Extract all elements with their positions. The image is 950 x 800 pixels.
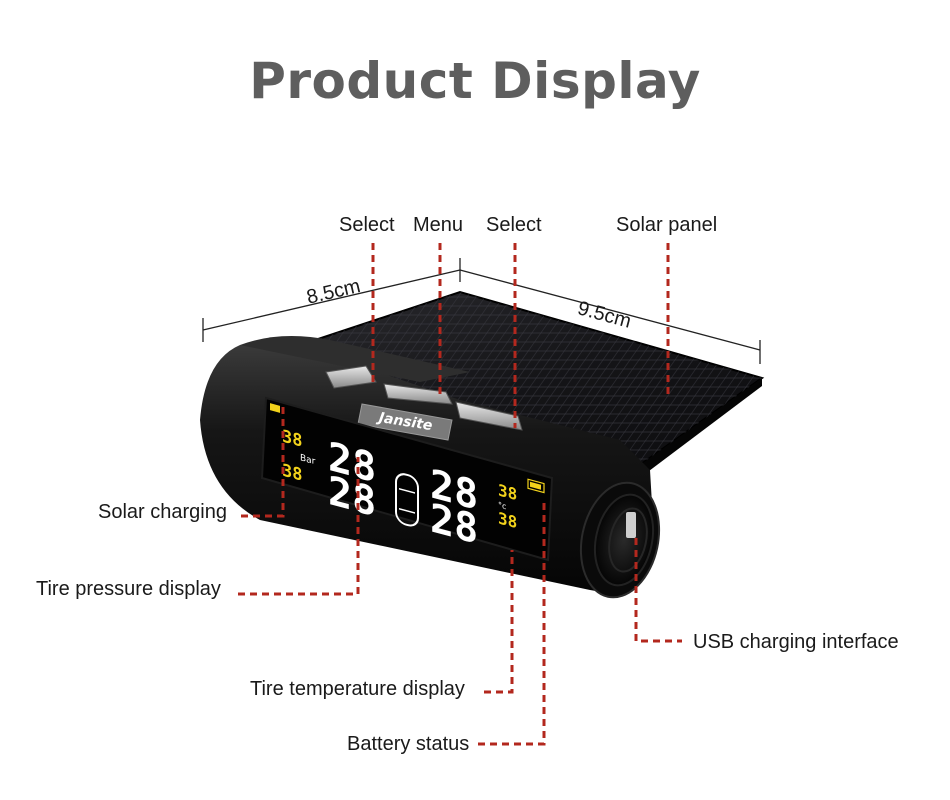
callout-menu: Menu: [413, 214, 464, 236]
callout-lines: [238, 243, 682, 746]
callout-solar-panel: Solar panel: [616, 214, 718, 236]
lcd-unit-bar: Bar: [300, 452, 316, 467]
dimension-lines: [202, 258, 761, 364]
lcd-pressure-small-bottom: 38: [282, 461, 302, 486]
callout-usb: USB charging interface: [693, 631, 899, 653]
callout-select-left: Select: [339, 214, 395, 236]
select-right-button[interactable]: [455, 401, 523, 431]
usb-port: [626, 512, 636, 538]
callout-tire-pressure: Tire pressure display: [36, 578, 221, 600]
control-buttons: Jansite: [325, 365, 523, 441]
callout-select-right: Select: [486, 214, 542, 236]
select-left-button[interactable]: [325, 365, 377, 389]
lcd-unit-celsius: °c: [498, 499, 506, 511]
car-icon: [395, 473, 419, 527]
callout-tire-temperature: Tire temperature display: [250, 678, 465, 700]
solar-charging-icon: [270, 403, 280, 413]
page-title: Product Display: [249, 52, 701, 110]
menu-button[interactable]: [383, 383, 453, 405]
lcd-temp-small-bottom: 38: [498, 508, 517, 532]
lcd-screen: 38 38 Bar 28 28 28 28 38 38 °c: [260, 396, 554, 562]
battery-icon: [527, 478, 545, 494]
lcd-pressure-small-top: 38: [282, 427, 302, 452]
lcd-temp-small-top: 38: [498, 480, 517, 504]
solar-panel: [297, 290, 765, 474]
callout-solar-charging: Solar charging: [98, 501, 227, 523]
callout-battery-status: Battery status: [347, 733, 470, 755]
